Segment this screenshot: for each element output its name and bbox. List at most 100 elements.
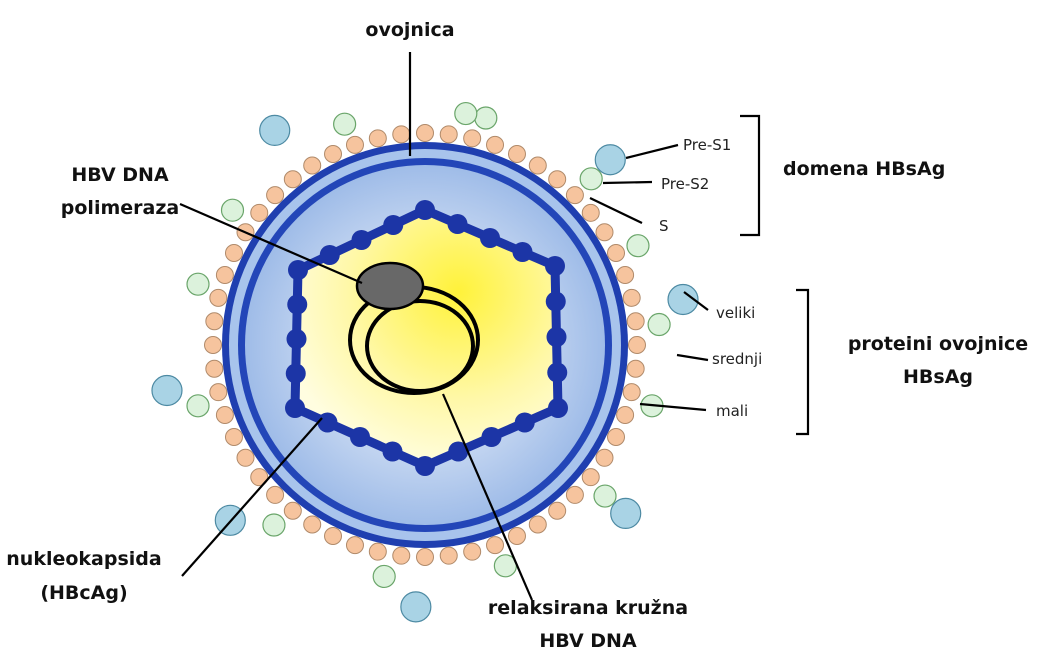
s-protein [210, 384, 227, 401]
s-protein [216, 266, 233, 283]
large-protein [401, 592, 431, 622]
label-domain-hbsag: domena HBsAg [783, 158, 945, 180]
capsid-bead [287, 295, 307, 315]
s-protein [627, 313, 644, 330]
large-protein [611, 498, 641, 528]
capsid-bead [480, 228, 500, 248]
label-env-proteins-line1: proteini ovojnice [848, 333, 1028, 355]
s-protein [237, 449, 254, 466]
capsid-bead [546, 292, 566, 312]
s-protein [267, 187, 284, 204]
bracket-env-proteins [796, 290, 808, 434]
label-pre-s2: Pre-S2 [661, 175, 709, 193]
s-protein [549, 502, 566, 519]
s-protein [617, 266, 634, 283]
capsid-bead [515, 413, 535, 433]
capsid-bead [415, 456, 435, 476]
label-ovojnica: ovojnica [365, 19, 454, 41]
large-protein [595, 145, 625, 175]
label-polymerase-line1: HBV DNA [71, 164, 169, 186]
s-protein [608, 245, 625, 262]
capsid-bead [350, 427, 370, 447]
label-polymerase-line2: polimeraza [61, 197, 179, 219]
capsid-bead [287, 329, 307, 349]
label-s: S [659, 217, 669, 235]
capsid-bead [513, 242, 533, 262]
medium-protein [594, 485, 616, 507]
s-protein [487, 537, 504, 554]
medium-protein [475, 107, 497, 129]
s-protein [325, 528, 342, 545]
s-protein [369, 130, 386, 147]
medium-protein [580, 168, 602, 190]
s-protein [205, 337, 222, 354]
s-protein [225, 245, 242, 262]
capsid-bead [415, 200, 435, 220]
s-protein [393, 126, 410, 143]
s-protein [464, 130, 481, 147]
capsid-bead [547, 327, 567, 347]
label-large: veliki [716, 304, 755, 322]
s-protein [369, 543, 386, 560]
s-protein [617, 407, 634, 424]
medium-protein [187, 395, 209, 417]
s-protein [487, 136, 504, 153]
medium-protein [334, 113, 356, 135]
s-protein [582, 469, 599, 486]
s-protein [440, 126, 457, 143]
medium-protein [187, 273, 209, 295]
line-pre-s1 [626, 145, 678, 158]
label-nucleocapsid-line1: nukleokapsida [6, 548, 161, 570]
capsid-bead [383, 215, 403, 235]
s-protein [251, 204, 268, 221]
label-env-proteins-line2: HBsAg [903, 366, 973, 388]
label-pre-s1: Pre-S1 [683, 136, 731, 154]
s-protein [393, 547, 410, 564]
s-protein [629, 337, 646, 354]
s-protein [325, 145, 342, 162]
s-protein [508, 145, 525, 162]
s-protein [549, 171, 566, 188]
s-protein [210, 289, 227, 306]
capsid-bead [320, 245, 340, 265]
large-protein [152, 375, 182, 405]
bracket-domain [740, 116, 759, 235]
s-protein [225, 428, 242, 445]
s-protein [582, 204, 599, 221]
hbv-dna-polymerase [357, 263, 423, 309]
medium-protein [221, 199, 243, 221]
s-protein [346, 136, 363, 153]
capsid-bead [482, 427, 502, 447]
s-protein [464, 543, 481, 560]
capsid-bead [286, 364, 306, 384]
capsid-bead [547, 363, 567, 383]
capsid-bead [352, 230, 372, 250]
s-protein [529, 157, 546, 174]
label-medium: srednji [712, 350, 762, 368]
capsid-bead [448, 214, 468, 234]
s-protein [623, 289, 640, 306]
s-protein [596, 224, 613, 241]
s-protein [304, 516, 321, 533]
s-protein [608, 428, 625, 445]
line-medium [677, 355, 708, 360]
label-dna-line2: HBV DNA [539, 630, 637, 652]
s-protein [206, 313, 223, 330]
capsid-bead [318, 413, 338, 433]
medium-protein [627, 235, 649, 257]
s-protein [267, 486, 284, 503]
capsid-bead [548, 398, 568, 418]
medium-protein [455, 103, 477, 125]
capsid-bead [288, 260, 308, 280]
medium-protein [373, 565, 395, 587]
capsid-bead [285, 398, 305, 418]
s-protein [529, 516, 546, 533]
s-protein [206, 360, 223, 377]
capsid-bead [545, 256, 565, 276]
s-protein [284, 171, 301, 188]
s-protein [440, 547, 457, 564]
s-protein [216, 407, 233, 424]
s-protein [417, 125, 434, 142]
line-pre-s2 [603, 182, 652, 183]
